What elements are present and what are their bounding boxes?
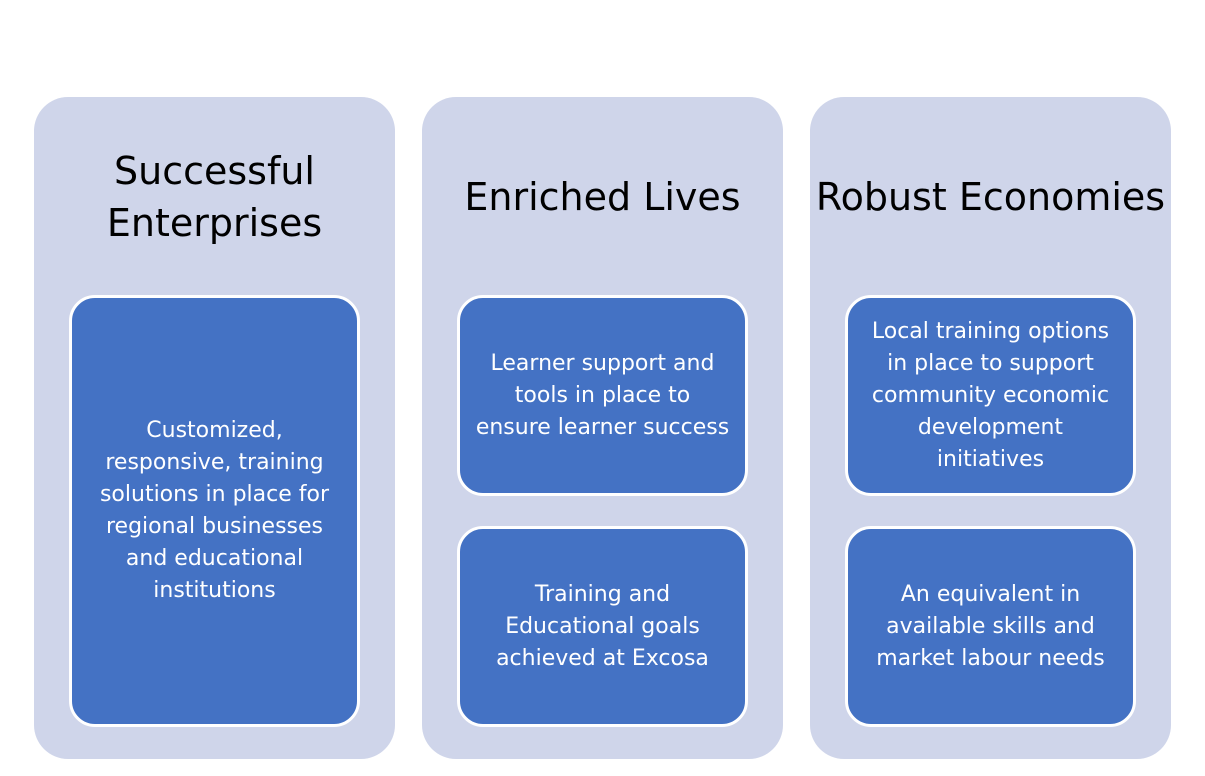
outcome-card: Customized, responsive, training solutio… (69, 295, 360, 727)
column-title: Enriched Lives (464, 175, 741, 219)
outcome-card: Learner support and tools in place to en… (457, 295, 748, 496)
column-title: Successful Enterprises (106, 149, 323, 245)
column-title: Robust Economies (815, 175, 1166, 219)
outcome-card: Local training options in place to suppo… (845, 295, 1136, 496)
outcome-card: Training and Educational goals achieved … (457, 526, 748, 727)
column-successful-enterprises: Successful Enterprises Customized, respo… (34, 97, 395, 759)
column-robust-economies: Robust Economies Local training options … (810, 97, 1171, 759)
outcome-card: An equivalent in available skills and ma… (845, 526, 1136, 727)
column-enriched-lives: Enriched Lives Learner support and tools… (422, 97, 783, 759)
